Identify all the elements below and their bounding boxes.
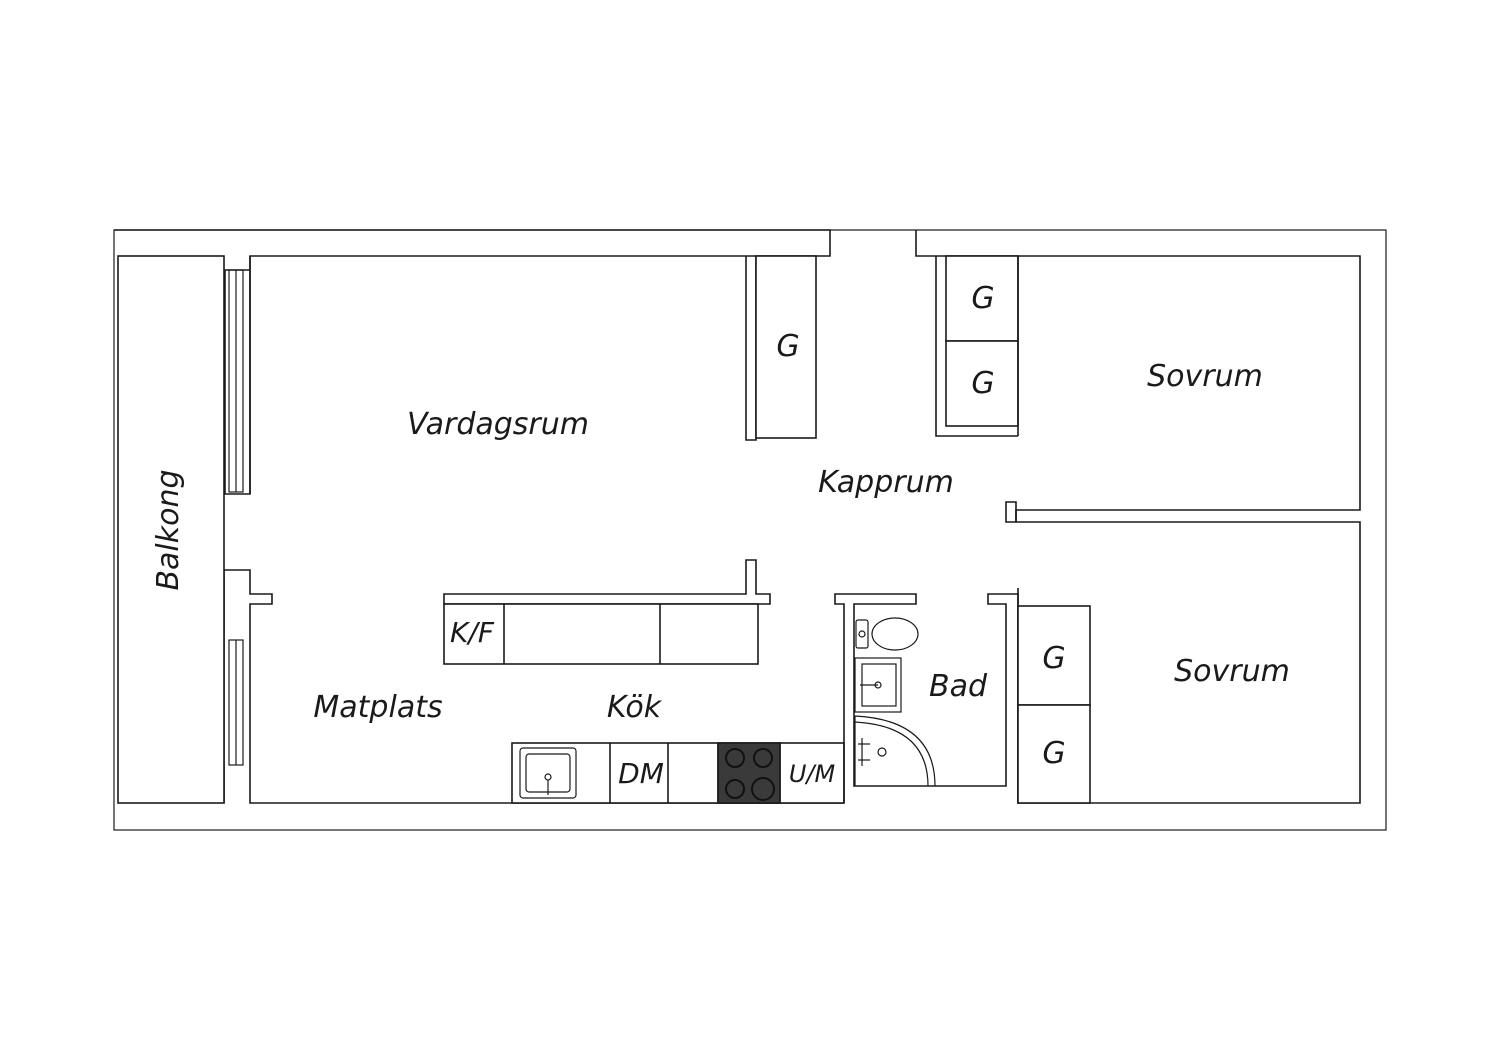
kitchen-counter: DM U/M bbox=[511, 742, 845, 804]
wardrobe-bed1-top-label: G bbox=[971, 281, 994, 316]
bathroom: Bad bbox=[834, 593, 1019, 803]
basin-icon bbox=[854, 657, 902, 713]
dishwasher-label: DM bbox=[618, 757, 664, 790]
wardrobe-hall-label: G bbox=[776, 329, 799, 364]
fridge-freezer-label: K/F bbox=[450, 616, 495, 649]
kitchen-island: K/F bbox=[443, 559, 771, 665]
dining-area-label: Matplats bbox=[313, 690, 442, 725]
balcony: Balkong bbox=[117, 255, 244, 804]
wall-stub bbox=[1005, 501, 1017, 523]
sink-icon bbox=[519, 747, 577, 799]
hallway-label: Kapprum bbox=[818, 465, 954, 500]
wardrobe-bed2-bottom-label: G bbox=[1042, 736, 1065, 771]
toilet-icon bbox=[855, 617, 919, 651]
balcony-label: Balkong bbox=[151, 469, 186, 590]
kitchen-label: Kök bbox=[607, 690, 663, 725]
living-room-label: Vardagsrum bbox=[407, 407, 589, 442]
wardrobe-bed2-top-label: G bbox=[1042, 641, 1065, 676]
bedroom2-wardrobes: G G bbox=[1017, 605, 1091, 804]
outer-wall bbox=[113, 229, 1387, 831]
bedroom-1-label: Sovrum bbox=[1147, 359, 1263, 394]
hall-wardrobe: G bbox=[745, 255, 817, 441]
bedroom1-wardrobes: G G bbox=[935, 255, 1019, 437]
bathroom-label: Bad bbox=[929, 669, 988, 704]
cooktop-icon bbox=[717, 742, 781, 804]
shower-icon bbox=[854, 715, 936, 787]
bedroom-2-label: Sovrum bbox=[1174, 654, 1290, 689]
wardrobe-bed1-bottom-label: G bbox=[971, 366, 994, 401]
oven-microwave-label: U/M bbox=[789, 760, 836, 788]
